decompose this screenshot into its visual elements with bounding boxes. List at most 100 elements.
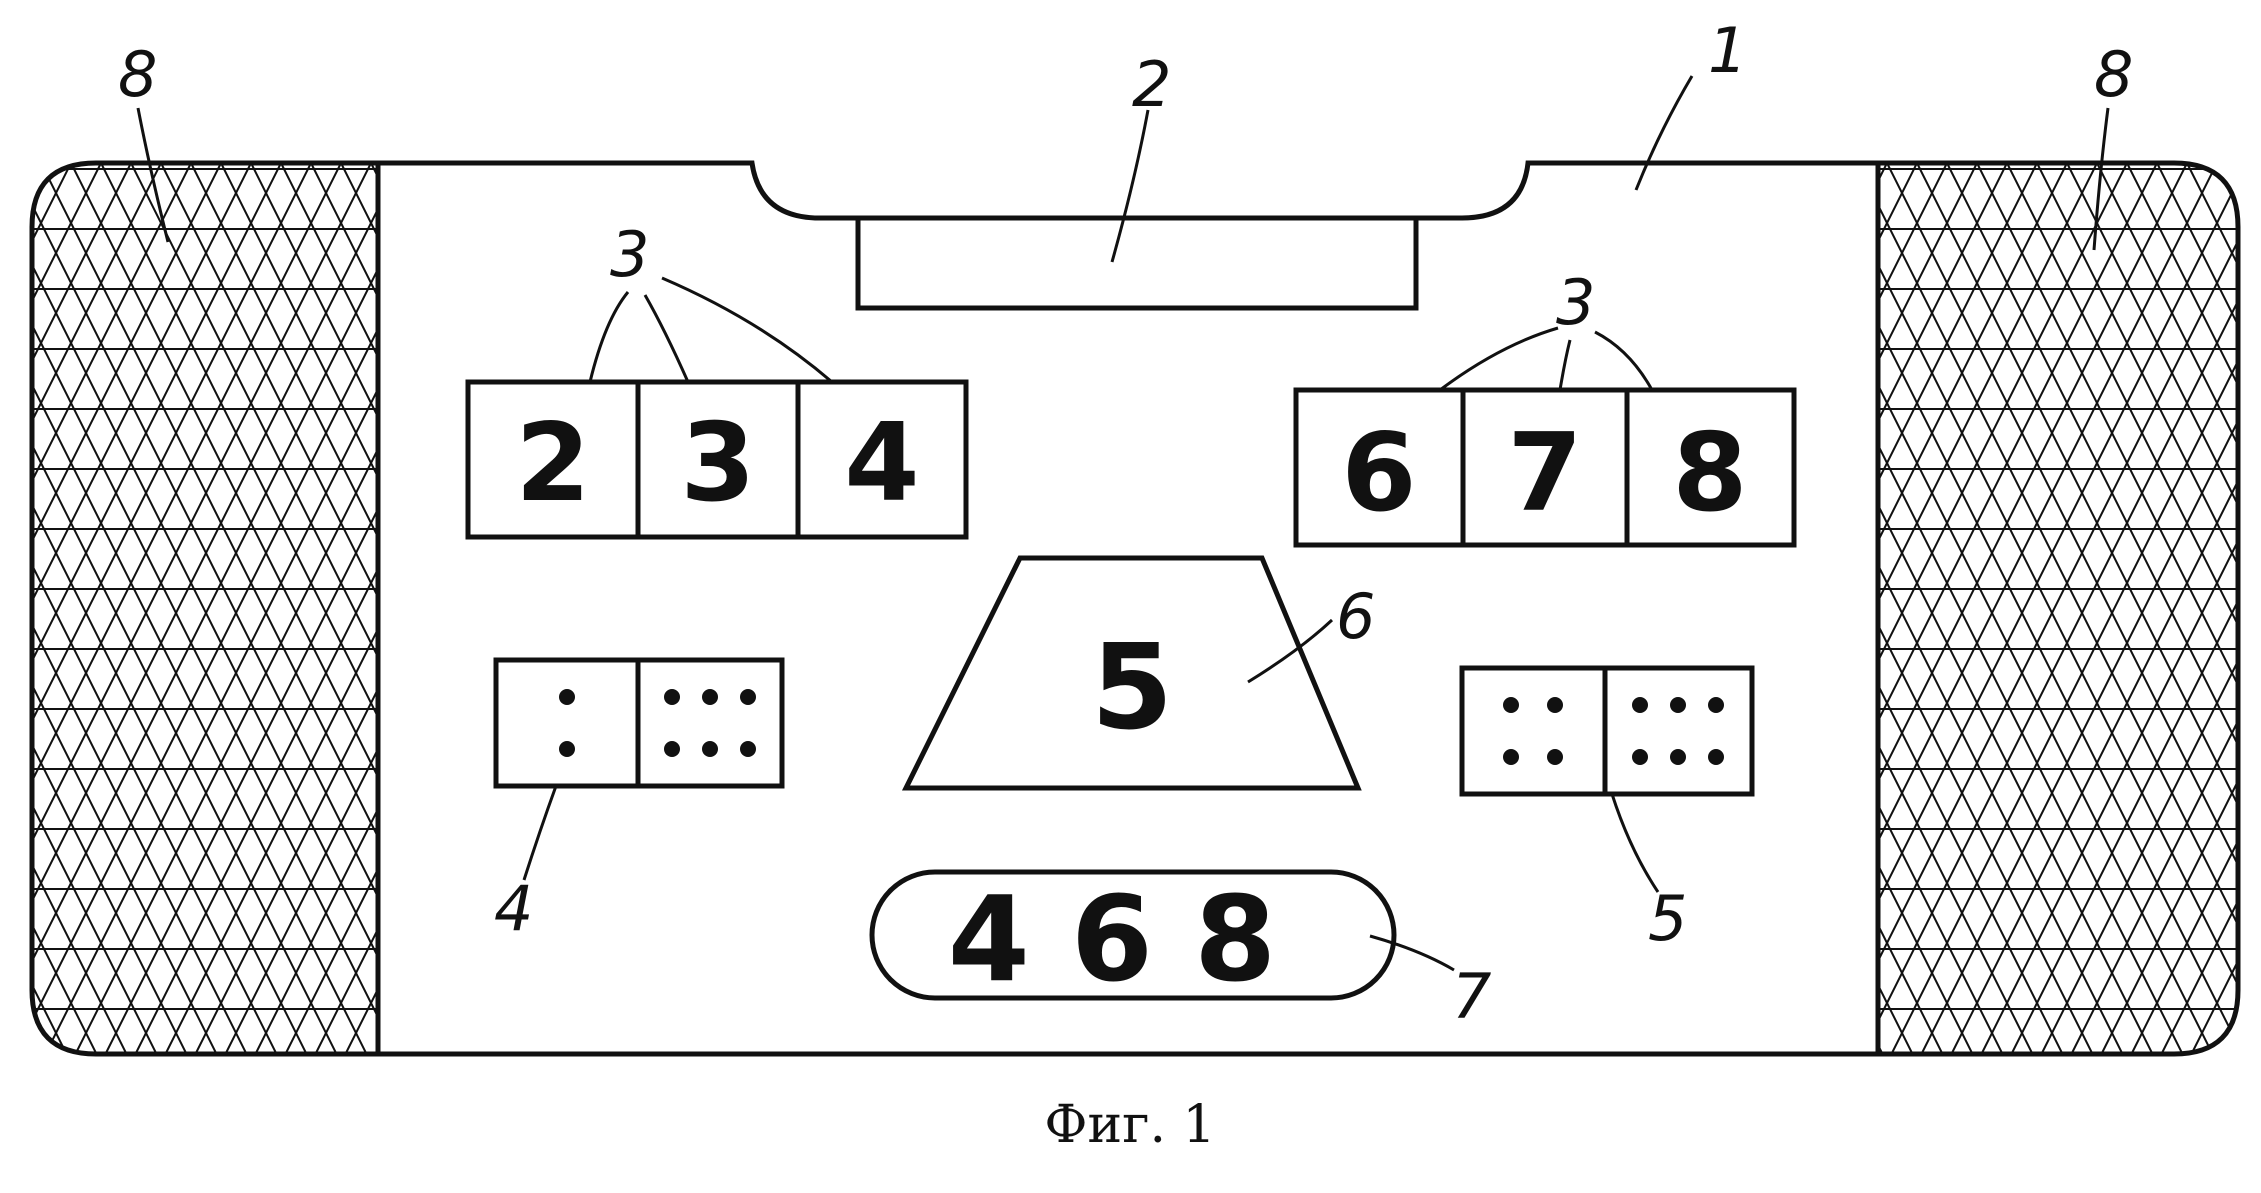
hatch-line (256, 163, 702, 1054)
hatch-line (226, 163, 672, 1054)
hatch-line (191, 163, 637, 1054)
ref-label-6: 6 (1336, 580, 1375, 653)
hatch-line (542, 163, 988, 1054)
ref-label-3-right: 3 (1556, 266, 1595, 339)
leader-line-3 (1560, 340, 1570, 390)
hatch-line (1472, 163, 1918, 1054)
leader-line-7 (1370, 936, 1454, 970)
die-pip (1547, 749, 1563, 765)
ref-label-1: 1 (1708, 14, 1747, 87)
die-pip (1503, 697, 1519, 713)
hatch-line (2072, 163, 2261, 1054)
hatch-line (196, 163, 642, 1054)
hatch-line (1562, 163, 2008, 1054)
hatch-line (556, 163, 1002, 1054)
leader-line-5 (1612, 794, 1658, 892)
hatch-line (11, 163, 457, 1054)
die-pip (1632, 749, 1648, 765)
die-pip (1670, 697, 1686, 713)
hatch-line (1772, 163, 2218, 1054)
hatch-line (41, 163, 487, 1054)
right-die-pips (1503, 697, 1563, 765)
leader-line-3 (645, 295, 688, 382)
ref-label-2: 2 (1132, 48, 1171, 121)
die-pip (740, 689, 756, 705)
hatch-line (551, 163, 997, 1054)
hatch-line (46, 163, 492, 1054)
right-grip-hatching (542, 163, 2261, 1054)
hatch-line (0, 163, 341, 1054)
hatch-line (2252, 163, 2261, 1054)
hatch-line (376, 163, 822, 1054)
hatch-line (71, 163, 517, 1054)
hatch-line (0, 163, 7, 1054)
hatch-line (1241, 163, 1687, 1054)
hatch-line (1622, 163, 2068, 1054)
hatch-line (1742, 163, 2188, 1054)
hatch-line (316, 163, 762, 1054)
leader-line-3 (1595, 332, 1652, 390)
left-cell-number: 2 (515, 401, 590, 526)
die-pip (702, 741, 718, 757)
hatch-line (1377, 163, 1823, 1054)
hatch-line (0, 163, 191, 1054)
hatch-line (1767, 163, 2213, 1054)
hatch-line (1797, 163, 2243, 1054)
die-pip (559, 689, 575, 705)
hatch-line (1412, 163, 1858, 1054)
left-die-pips (664, 689, 756, 757)
leader-line-2 (1112, 110, 1148, 262)
hatch-line (251, 163, 697, 1054)
trapezoid-number: 5 (1091, 618, 1173, 756)
ref-label-8-right: 8 (2094, 38, 2133, 111)
right-cell-number: 8 (1672, 411, 1747, 536)
left-die-pips (559, 689, 575, 757)
hatch-line (1712, 163, 2158, 1054)
hatch-line (166, 163, 612, 1054)
hatch-line (0, 163, 371, 1054)
hatch-line (491, 163, 937, 1054)
hatch-line (2157, 163, 2261, 1054)
hatch-line (1262, 163, 1708, 1054)
die-pip (1632, 697, 1648, 713)
leader-lines (138, 76, 2108, 970)
right-cell-number: 7 (1507, 411, 1582, 536)
hatch-line (101, 163, 547, 1054)
hatch-line (1532, 163, 1978, 1054)
hatch-line (1737, 163, 2183, 1054)
hatch-line (521, 163, 967, 1054)
die-pip (559, 741, 575, 757)
hatch-line (341, 163, 787, 1054)
die-pip (1503, 749, 1519, 765)
ref-label-7: 7 (1452, 960, 1491, 1033)
hatch-line (106, 163, 552, 1054)
right-die-pips (1632, 697, 1724, 765)
ref-label-4: 4 (494, 872, 533, 945)
card-slot (858, 218, 1416, 308)
leader-line-4 (524, 786, 556, 880)
leader-line-3 (662, 278, 832, 382)
hatch-line (406, 163, 852, 1054)
hatch-line (1382, 163, 1828, 1054)
hatch-line (1557, 163, 2003, 1054)
left-grip-hatching (0, 163, 1687, 1054)
hatch-line (1832, 163, 2261, 1054)
die-pip (664, 689, 680, 705)
hatch-line (1707, 163, 2153, 1054)
right-cell-number: 6 (1341, 411, 1416, 536)
hatch-line (2127, 163, 2261, 1054)
leader-line-3 (590, 292, 628, 382)
hatch-line (2192, 163, 2261, 1054)
hatch-line (2247, 163, 2261, 1054)
hatch-line (161, 163, 607, 1054)
right-dice-pair (1462, 668, 1752, 794)
hatch-line (1317, 163, 1763, 1054)
hatch-line (346, 163, 792, 1054)
ref-label-3-left: 3 (610, 218, 649, 291)
hatch-line (1802, 163, 2248, 1054)
die-pip (702, 689, 718, 705)
hatch-line (1652, 163, 2098, 1054)
hatch-line (1407, 163, 1853, 1054)
right-number-cells: 6 7 8 (1296, 390, 1794, 545)
